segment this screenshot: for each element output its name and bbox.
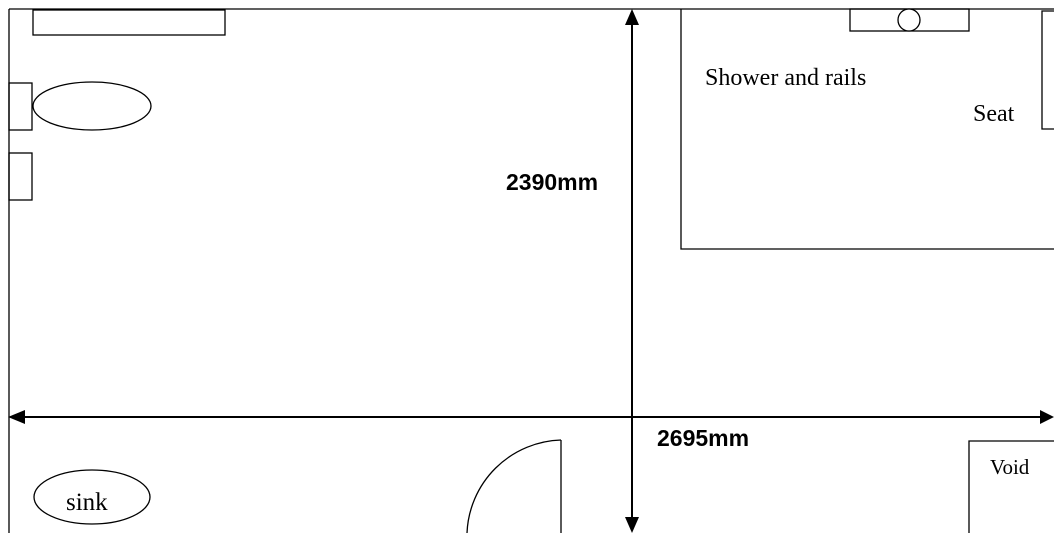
- sink-label: sink: [66, 489, 108, 516]
- shower-enclosure: [680, 9, 1054, 250]
- void-label: Void: [990, 455, 1030, 479]
- width-dimension: 2695mm: [8, 410, 1054, 451]
- door: [466, 439, 562, 533]
- sink-basin: [33, 469, 151, 525]
- width-arrow-right-icon: [1040, 410, 1054, 424]
- height-arrow-down-icon: [625, 517, 639, 533]
- sink: sink: [33, 469, 151, 525]
- shower-seat: [1041, 10, 1054, 130]
- shower-head-icon: [897, 8, 921, 32]
- width-arrow-left-icon: [8, 410, 25, 424]
- door-swing-arc: [466, 439, 562, 533]
- shower-area: Shower and rails Seat: [680, 8, 1054, 250]
- toilet: [8, 81, 152, 131]
- seat-label: Seat: [973, 101, 1015, 127]
- height-dimension-label: 2390mm: [506, 169, 598, 195]
- wall-box: [8, 152, 33, 201]
- shower-label: Shower and rails: [705, 65, 866, 91]
- width-dimension-label: 2695mm: [657, 425, 749, 451]
- height-dimension: 2390mm: [506, 9, 639, 533]
- void-area: Void: [968, 440, 1054, 533]
- toilet-bowl: [32, 81, 152, 131]
- void-box: [968, 440, 1054, 533]
- height-arrow-up-icon: [625, 9, 639, 25]
- toilet-cistern: [8, 82, 33, 131]
- wall-fixture-top: [32, 9, 226, 36]
